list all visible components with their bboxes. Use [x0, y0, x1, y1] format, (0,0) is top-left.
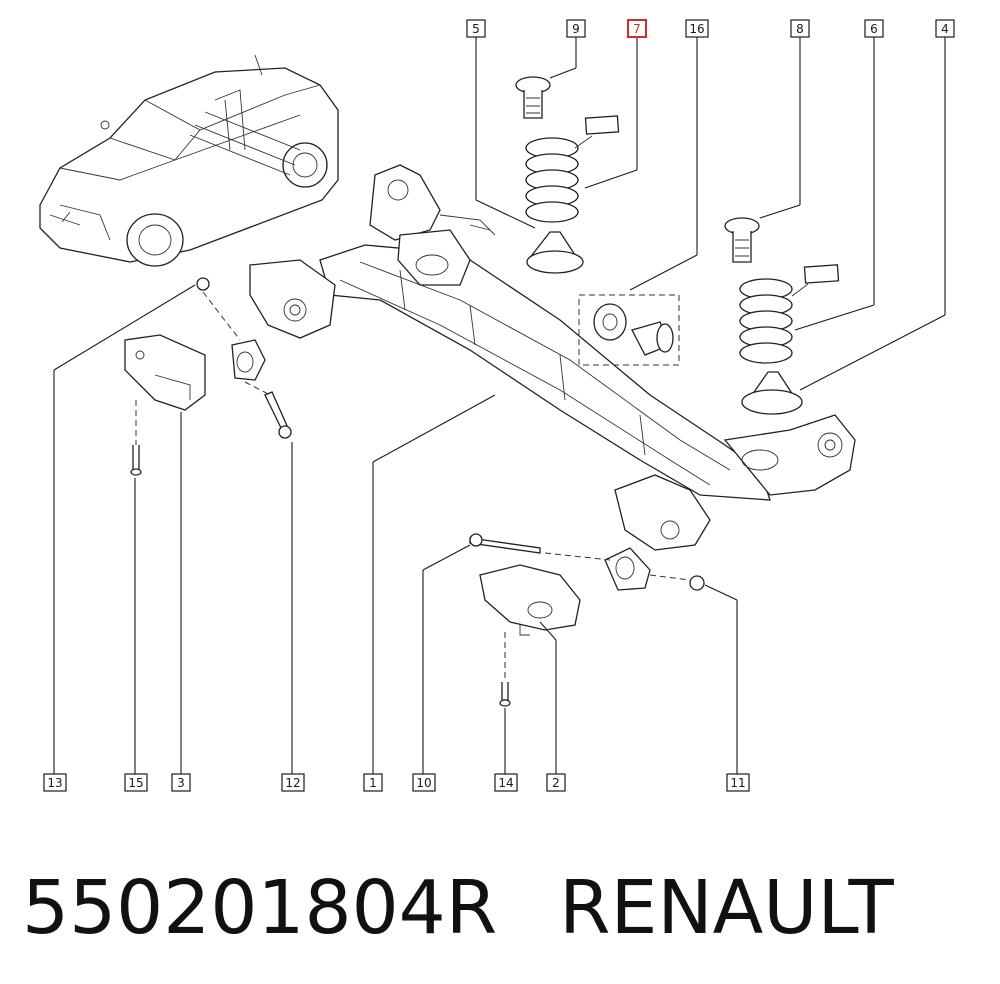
callout-4: 4 [935, 19, 955, 38]
svg-text:2: 2 [552, 776, 560, 790]
svg-text:14: 14 [498, 776, 513, 790]
bushing-detail-box [578, 294, 680, 366]
svg-text:10: 10 [416, 776, 431, 790]
svg-text:13: 13 [47, 776, 62, 790]
leader-lines [53, 37, 946, 774]
callout-10: 10 [412, 773, 436, 792]
callout-7-highlighted: 7 [627, 19, 647, 38]
callout-11: 11 [726, 773, 750, 792]
callout-8: 8 [790, 19, 810, 38]
callout-3: 3 [171, 773, 191, 792]
spring-assembly-left [515, 76, 620, 274]
svg-text:7: 7 [633, 22, 641, 36]
svg-text:5: 5 [472, 22, 480, 36]
callout-9: 9 [566, 19, 586, 38]
callout-6: 6 [864, 19, 884, 38]
svg-text:9: 9 [572, 22, 580, 36]
callout-2: 2 [546, 773, 566, 792]
svg-text:11: 11 [730, 776, 745, 790]
svg-text:8: 8 [796, 22, 804, 36]
svg-text:1: 1 [369, 776, 377, 790]
callout-15: 15 [124, 773, 148, 792]
left-mount-bracket [124, 277, 292, 476]
callout-12: 12 [281, 773, 305, 792]
right-mount-bracket [469, 533, 705, 707]
car-illustration [39, 54, 339, 267]
svg-text:4: 4 [941, 22, 949, 36]
brand-name: RENAULT [559, 865, 894, 951]
svg-text:15: 15 [128, 776, 143, 790]
rear-axle-beam [249, 164, 856, 551]
part-footer: 550201804R RENAULT [22, 858, 982, 958]
callout-1: 1 [363, 773, 383, 792]
spring-assembly-right [724, 217, 840, 415]
part-number: 550201804R [22, 865, 498, 951]
callout-13: 13 [43, 773, 67, 792]
svg-text:6: 6 [870, 22, 878, 36]
svg-text:12: 12 [285, 776, 300, 790]
svg-text:3: 3 [177, 776, 185, 790]
callout-14: 14 [494, 773, 518, 792]
callout-16: 16 [685, 19, 709, 38]
svg-text:16: 16 [689, 22, 704, 36]
callout-5: 5 [466, 19, 486, 38]
